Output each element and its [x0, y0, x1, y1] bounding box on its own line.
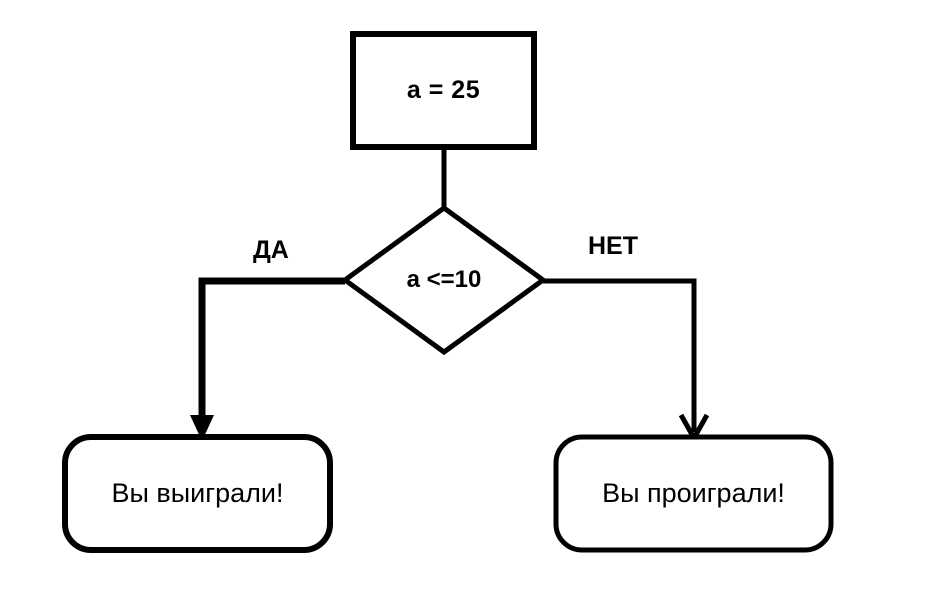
node-lose-shape — [553, 434, 834, 553]
node-assign-shape — [350, 31, 537, 150]
edge-yes-path — [198, 277, 345, 430]
edge-yes-arrowhead-icon — [190, 415, 214, 441]
node-win-shape — [62, 434, 333, 553]
edge-no-path — [543, 278, 697, 432]
node-condition-shape — [340, 204, 548, 356]
